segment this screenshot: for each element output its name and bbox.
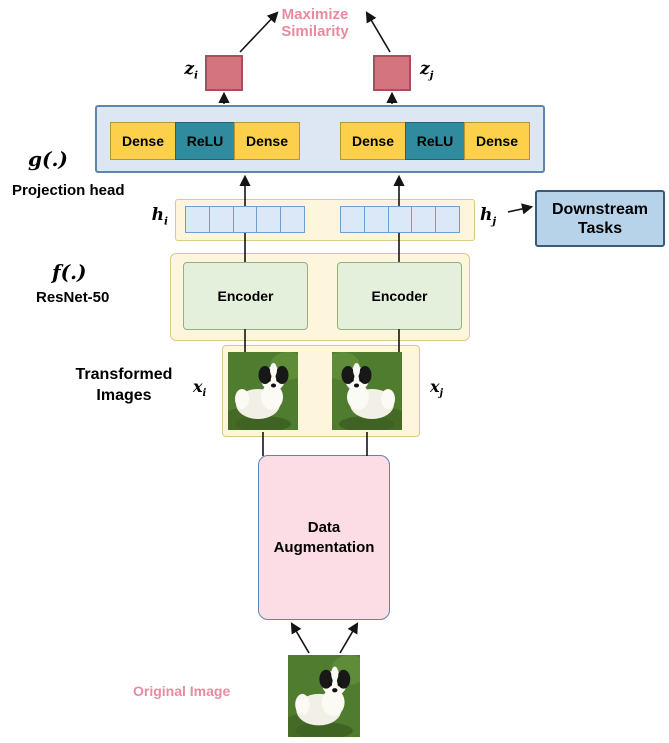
vector-cell [387, 206, 413, 233]
z-i-box [205, 55, 243, 91]
vector-cell [208, 206, 234, 233]
arrow-hj-to-downstream [507, 203, 534, 215]
dense-block: Dense [110, 122, 176, 160]
x-i-label: xi [193, 377, 207, 400]
z-i-label: zi [184, 59, 198, 82]
dense-block: Dense [464, 122, 530, 160]
z-j-label: zj [420, 59, 434, 82]
projection-head-label: Projection head [12, 182, 125, 199]
x-j-label: xj [430, 377, 444, 400]
encoder-left-box: Encoder [183, 262, 308, 330]
transformed-image-xi [228, 352, 298, 430]
downstream-tasks-box: Downstream Tasks [535, 190, 665, 247]
arrow-zj-to-similarity [365, 11, 391, 53]
vector-cell [256, 206, 282, 233]
z-j-box [373, 55, 411, 91]
arrow-original-to-augmentation-right [339, 622, 359, 654]
original-image [288, 655, 360, 737]
encoder-function-label: f(.) [52, 260, 87, 284]
h-i-label: hi [151, 205, 168, 228]
relu-block: ReLU [405, 122, 465, 160]
dense-block: Dense [340, 122, 406, 160]
h-j-vector [340, 206, 460, 233]
h-j-label: hj [480, 205, 497, 228]
projection-right-mlp: Dense ReLU Dense [340, 122, 530, 160]
vector-cell [435, 206, 460, 233]
projection-head-container: Dense ReLU Dense Dense ReLU Dense [95, 105, 545, 173]
arrow-original-to-augmentation-left [290, 622, 310, 654]
encoder-right-box: Encoder [337, 262, 462, 330]
maximize-similarity-label: Maximize Similarity [281, 6, 349, 40]
transformed-images-label: Transformed Images [75, 366, 173, 404]
dense-block: Dense [234, 122, 300, 160]
transformed-image-xj [332, 352, 402, 430]
h-i-vector [185, 206, 305, 233]
relu-block: ReLU [175, 122, 235, 160]
vector-cell [280, 206, 305, 233]
vector-cell [232, 206, 258, 233]
encoder-name-label: ResNet-50 [36, 289, 110, 306]
vector-cell [340, 206, 365, 233]
projection-left-mlp: Dense ReLU Dense [110, 122, 300, 160]
projection-function-label: g(.) [28, 147, 68, 171]
data-augmentation-box: Data Augmentation [258, 455, 390, 620]
original-image-label: Original Image [133, 683, 231, 699]
vector-cell [411, 206, 437, 233]
vector-cell [363, 206, 389, 233]
vector-cell [185, 206, 210, 233]
